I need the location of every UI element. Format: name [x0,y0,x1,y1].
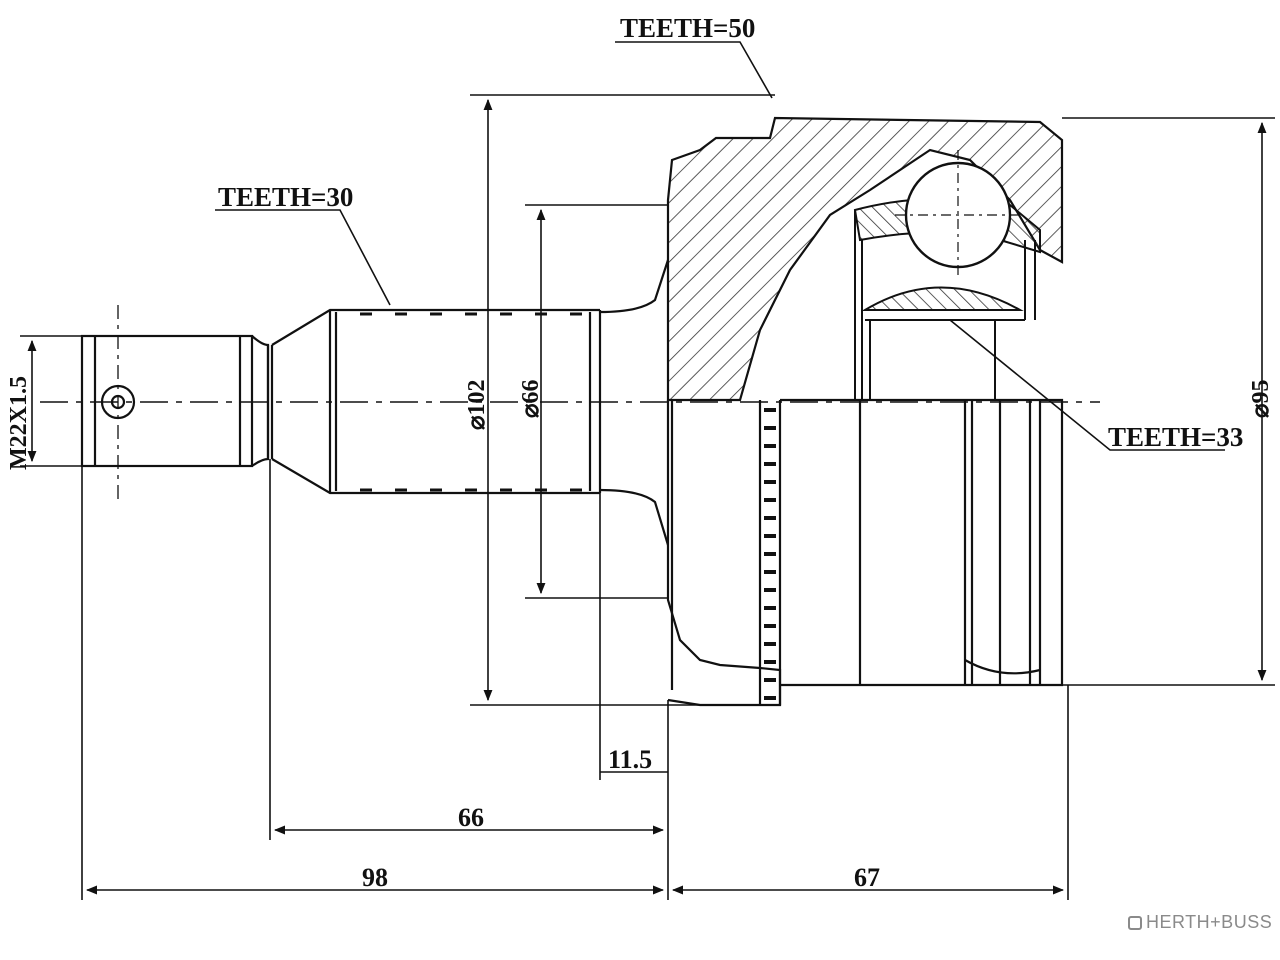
brand-watermark: HERTH+BUSS [1128,912,1272,933]
shaft [271,259,670,546]
threaded-stub [80,334,274,468]
dimension-lines [20,94,1275,900]
dim-len-67: 67 [854,863,880,892]
dim-dia-102: ⌀102 [464,380,490,430]
abs-tone-ring [666,400,782,707]
label-teeth-50: TEETH=50 [620,13,755,43]
brand-text: HERTH+BUSS [1146,912,1273,932]
dim-dia-66: ⌀66 [518,380,544,418]
abs-teeth [764,408,776,700]
label-teeth-30: TEETH=30 [218,182,353,212]
dim-len-98: 98 [362,863,388,892]
brand-logo-icon [1128,916,1142,930]
inner-race-section [861,286,1024,311]
bell-section-upper [666,116,1064,402]
bell-inner-lines [854,210,1036,400]
dim-dia-95: ⌀95 [1248,380,1274,418]
dim-len-11-5: 11.5 [608,745,652,774]
label-teeth-33: TEETH=33 [1108,422,1243,452]
ball-centerlines [895,150,1020,280]
dim-len-66: 66 [458,803,484,832]
dim-thread: M22X1.5 [6,376,32,470]
bell-lower-profile [780,398,1064,687]
leader-lines [215,41,1225,451]
